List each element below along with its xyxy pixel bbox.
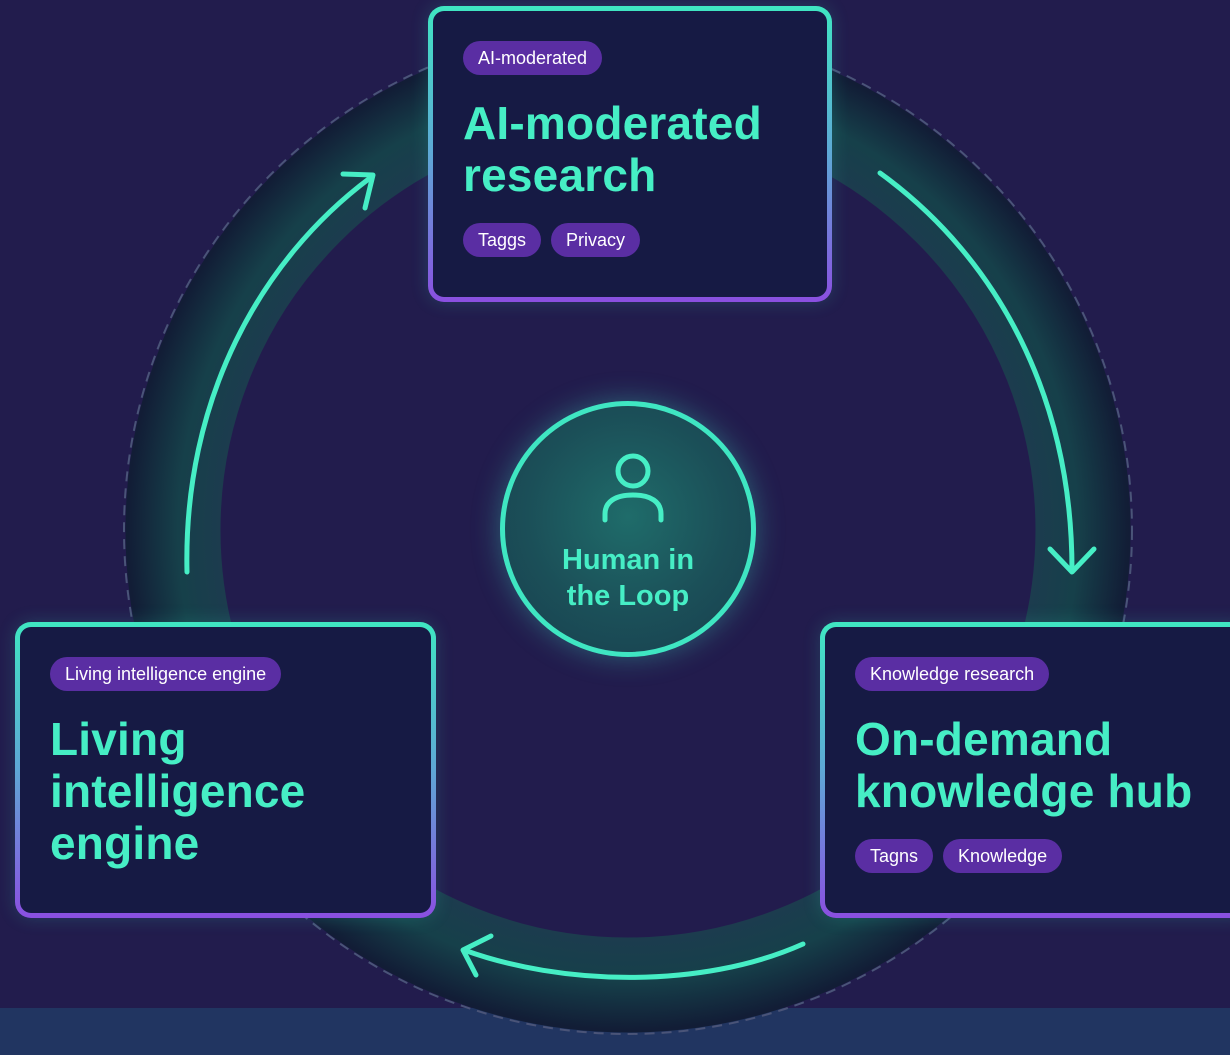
card-badge: Living intelligence engine (50, 657, 282, 691)
tag-pill[interactable]: Privacy (551, 223, 641, 257)
tag-list: Taggs Privacy (463, 223, 811, 257)
card-on-demand-knowledge-hub[interactable]: Knowledge research On-demand knowledge h… (820, 622, 1230, 918)
ring-dashed-outline (123, 25, 1133, 1035)
person-icon (602, 453, 664, 523)
arrowhead-bottom-icon (460, 933, 494, 978)
card-living-intelligence-engine[interactable]: Living intelligence engine Living intell… (15, 622, 436, 918)
card-ai-moderated-research[interactable]: AI-moderated AI-moderated research Taggs… (428, 6, 832, 302)
card-title: On-demand knowledge hub (855, 713, 1193, 817)
arrow-left-to-top (184, 175, 373, 575)
tag-pill[interactable]: Taggs (463, 223, 542, 257)
card-title: AI-moderated research (463, 97, 762, 201)
card-badge: Knowledge research (855, 657, 1050, 691)
arrow-top-to-right (877, 170, 1075, 573)
tag-pill[interactable]: Knowledge (943, 839, 1063, 873)
card-title: Living intelligence engine (50, 713, 306, 869)
tag-list: Tagns Knowledge (855, 839, 1229, 873)
tag-pill[interactable]: Tagns (855, 839, 934, 873)
card-badge: AI-moderated (463, 41, 603, 75)
hub-label: Human in the Loop (561, 544, 695, 612)
arrowhead-top-icon (340, 171, 376, 211)
human-in-the-loop-hub: Human in the Loop (500, 401, 756, 657)
arrowhead-right-icon (1047, 546, 1097, 575)
arrow-right-to-left (461, 941, 806, 980)
